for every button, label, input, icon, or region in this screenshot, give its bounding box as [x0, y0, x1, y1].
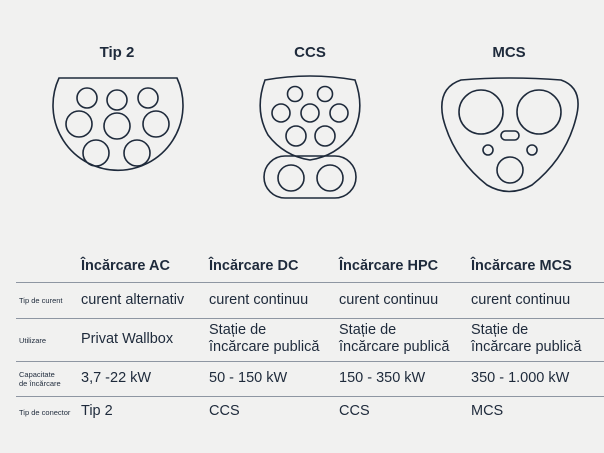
table-cell: Stație de încărcare publică — [471, 322, 582, 355]
table-divider — [16, 396, 604, 397]
table-cell: Stație de încărcare publică — [209, 322, 320, 355]
tip2-connector-icon — [52, 77, 184, 171]
table-divider — [16, 318, 604, 319]
table-cell: Stație de încărcare publică — [339, 322, 450, 355]
ccs-connector-icon — [259, 75, 361, 199]
column-header-dc: Încărcare DC — [209, 258, 299, 274]
row-label-charging-capacity: Capacitate de încărcare — [19, 370, 61, 388]
mcs-connector-icon — [441, 77, 579, 193]
column-header-hpc: Încărcare HPC — [339, 258, 439, 274]
row-label-usage: Utilizare — [19, 336, 47, 345]
connector-title-tip2: Tip 2 — [99, 44, 135, 61]
table-cell: CCS — [339, 403, 370, 419]
table-cell: curent alternativ — [81, 292, 185, 308]
column-header-ac: Încărcare AC — [81, 258, 170, 274]
table-cell: Privat Wallbox — [81, 331, 174, 347]
column-header-mcs: Încărcare MCS — [471, 258, 572, 274]
table-cell: MCS — [471, 403, 504, 419]
connector-title-ccs: CCS — [294, 44, 326, 61]
table-cell: 350 - 1.000 kW — [471, 370, 570, 386]
table-cell: curent continuu — [471, 292, 571, 308]
table-cell: 3,7 -22 kW — [81, 370, 152, 386]
table-cell: 50 - 150 kW — [209, 370, 288, 386]
table-cell: curent continuu — [209, 292, 309, 308]
row-label-connector-type: Tip de conector — [19, 408, 71, 417]
connector-title-mcs: MCS — [492, 44, 526, 61]
table-cell: curent continuu — [339, 292, 439, 308]
row-label-current-type: Tip de curent — [19, 296, 63, 305]
table-cell: CCS — [209, 403, 240, 419]
table-divider — [16, 361, 604, 362]
table-cell: 150 - 350 kW — [339, 370, 426, 386]
table-divider — [16, 282, 604, 283]
table-cell: Tip 2 — [81, 403, 113, 419]
